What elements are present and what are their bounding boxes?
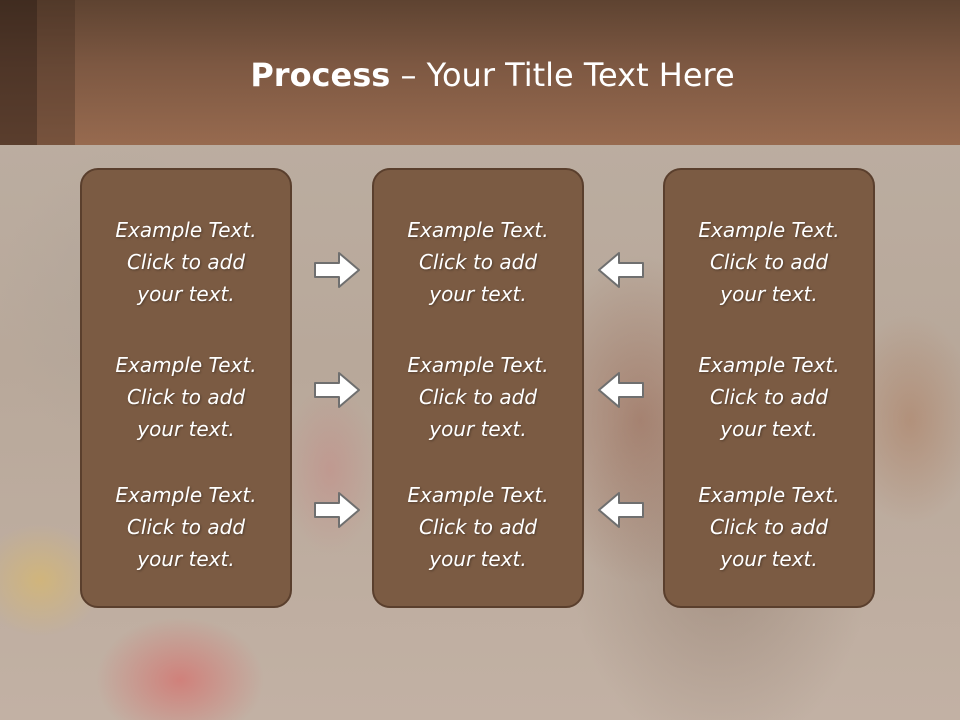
text-line: Example Text. [698, 218, 840, 242]
process-column-3[interactable]: Example Text. Click to add your text. Ex… [663, 168, 875, 608]
text-block[interactable]: Example Text. Click to add your text. [374, 214, 582, 310]
text-line: your text. [137, 282, 235, 306]
text-line: Example Text. [407, 483, 549, 507]
arrow-right-icon [314, 372, 360, 408]
text-block[interactable]: Example Text. Click to add your text. [82, 214, 290, 310]
text-line: Click to add [418, 250, 538, 274]
text-line: your text. [137, 547, 235, 571]
text-block[interactable]: Example Text. Click to add your text. [374, 479, 582, 575]
header-accent-stripe [0, 0, 37, 145]
arrow-right-icon [314, 252, 360, 288]
text-line: your text. [720, 547, 818, 571]
process-column-1[interactable]: Example Text. Click to add your text. Ex… [80, 168, 292, 608]
text-block[interactable]: Example Text. Click to add your text. [665, 479, 873, 575]
text-line: Example Text. [407, 218, 549, 242]
text-line: your text. [429, 282, 527, 306]
arrow-left-icon [598, 252, 644, 288]
text-block[interactable]: Example Text. Click to add your text. [82, 479, 290, 575]
arrow-left-icon [598, 492, 644, 528]
text-line: Click to add [418, 515, 538, 539]
text-line: Click to add [418, 385, 538, 409]
text-line: Click to add [709, 385, 829, 409]
text-line: Example Text. [407, 353, 549, 377]
header-accent-stripe-secondary [37, 0, 75, 145]
text-line: Click to add [709, 250, 829, 274]
text-line: Example Text. [115, 218, 257, 242]
text-line: Example Text. [698, 353, 840, 377]
slide-title[interactable]: Process – Your Title Text Here [0, 50, 960, 100]
text-line: Click to add [126, 515, 246, 539]
text-line: Example Text. [115, 353, 257, 377]
text-line: your text. [137, 417, 235, 441]
text-line: Example Text. [698, 483, 840, 507]
text-block[interactable]: Example Text. Click to add your text. [374, 349, 582, 445]
process-column-2[interactable]: Example Text. Click to add your text. Ex… [372, 168, 584, 608]
slide-title-bold: Process [250, 56, 391, 94]
text-block[interactable]: Example Text. Click to add your text. [665, 349, 873, 445]
text-line: Click to add [126, 250, 246, 274]
text-line: Example Text. [115, 483, 257, 507]
text-block[interactable]: Example Text. Click to add your text. [82, 349, 290, 445]
slide-title-rest: – Your Title Text Here [390, 56, 735, 94]
title-bar: Process – Your Title Text Here [0, 0, 960, 145]
text-line: Click to add [709, 515, 829, 539]
arrow-right-icon [314, 492, 360, 528]
text-block[interactable]: Example Text. Click to add your text. [665, 214, 873, 310]
text-line: your text. [720, 282, 818, 306]
text-line: your text. [429, 417, 527, 441]
text-line: your text. [429, 547, 527, 571]
text-line: Click to add [126, 385, 246, 409]
text-line: your text. [720, 417, 818, 441]
arrow-left-icon [598, 372, 644, 408]
